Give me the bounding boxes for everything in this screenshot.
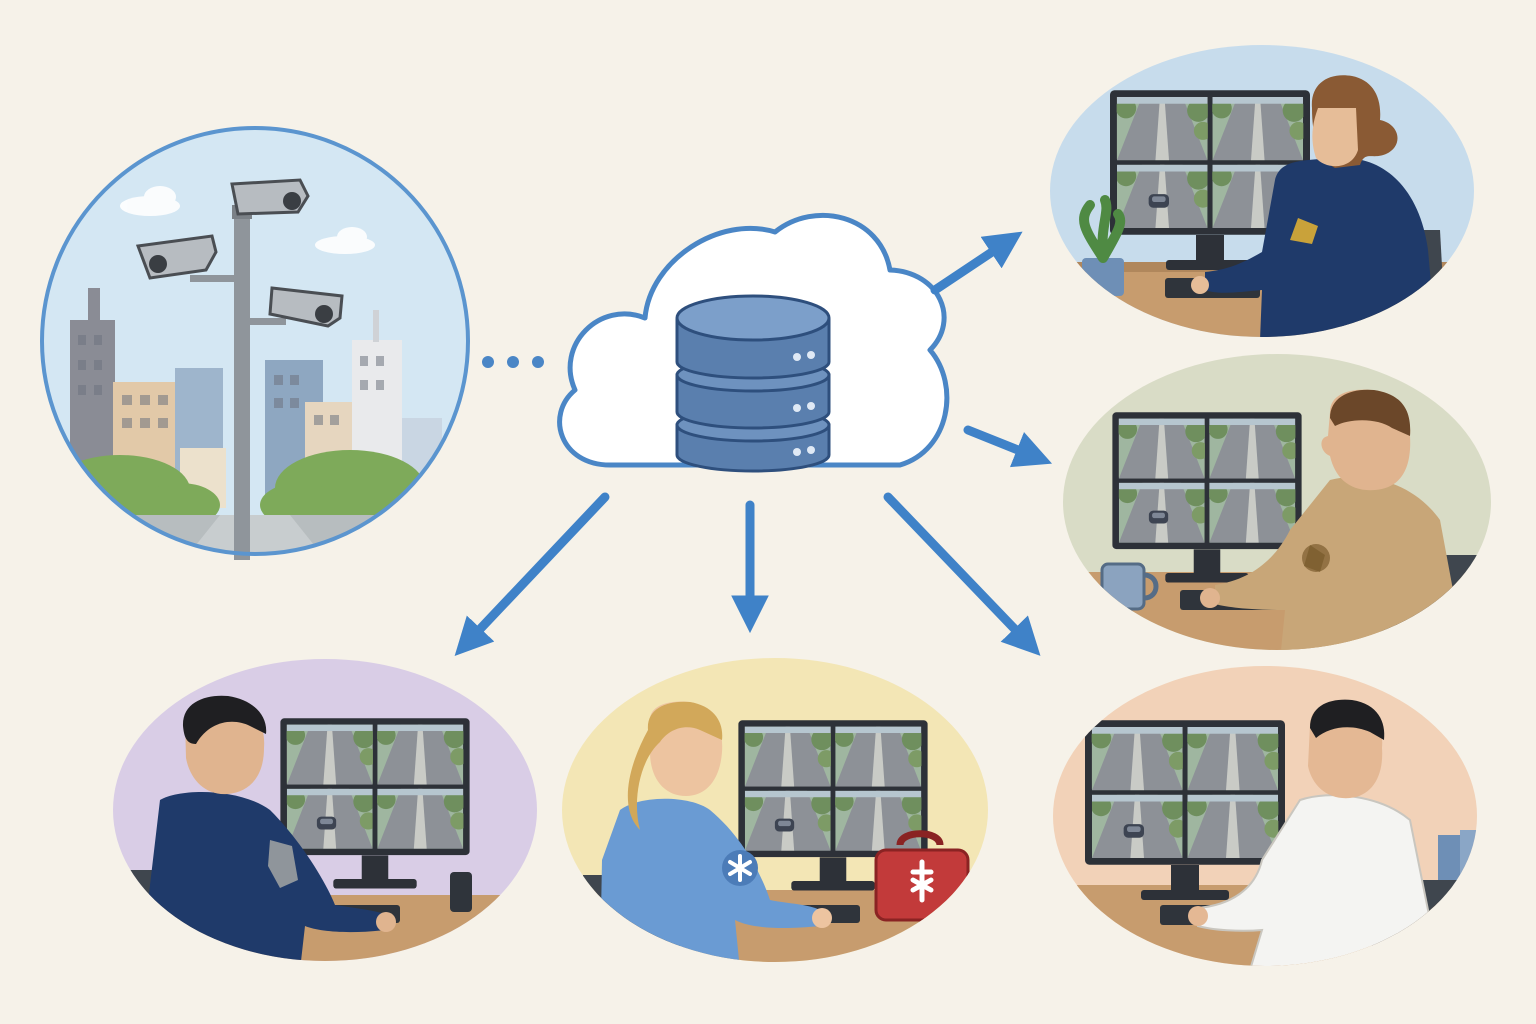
dotted-connector — [482, 356, 544, 368]
police-badge-icon — [1290, 218, 1318, 244]
surveillance-camera-icon — [230, 178, 310, 216]
distribution-arrows — [454, 231, 1053, 656]
arrow-to-sheriff-deputy — [963, 425, 1053, 468]
arrow-to-police-officer-male — [454, 492, 610, 656]
shoulder-patch-icon — [268, 840, 298, 888]
phone-icon — [450, 872, 472, 912]
viewer-sheriff-deputy — [1063, 354, 1491, 650]
binder-icon — [1438, 830, 1477, 915]
database-icon — [675, 294, 831, 473]
arrow-to-police-officer-female — [930, 231, 1023, 295]
arrow-to-civilian-analyst — [883, 492, 1041, 656]
cloud-small — [120, 186, 375, 254]
star-of-life-icon — [910, 859, 934, 903]
viewer-paramedic — [562, 658, 988, 962]
source-camera-scene — [40, 126, 470, 560]
surveillance-camera-icon — [135, 234, 218, 280]
viewer-police-officer-male — [113, 659, 537, 961]
cloud-database — [557, 212, 950, 473]
surveillance-camera-icon — [268, 286, 344, 328]
viewer-civilian-analyst — [1053, 666, 1477, 966]
viewer-police-officer-female — [1050, 45, 1474, 337]
